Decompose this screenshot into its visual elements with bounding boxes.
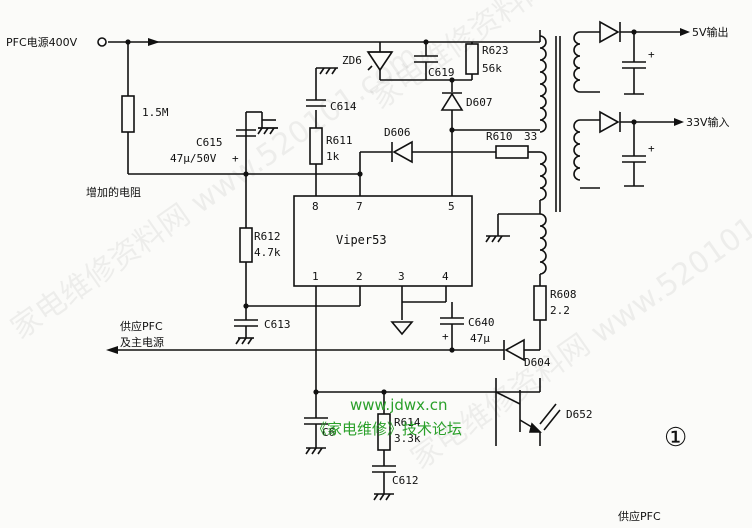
label-c615: C615 <box>196 136 223 149</box>
label-5v-output: 5V输出 <box>692 25 729 39</box>
label-d604: D604 <box>524 356 551 369</box>
label-r608-value: 2.2 <box>550 304 570 317</box>
label-c640: C640 <box>468 316 495 329</box>
label-r623-value: 56k <box>482 62 502 75</box>
label-c615-plus: + <box>232 152 239 165</box>
label-c640-plus: + <box>442 330 449 343</box>
label-pin-5: 5 <box>448 200 455 213</box>
label-d606: D606 <box>384 126 411 139</box>
label-r611-value: 1k <box>326 150 340 163</box>
label-r623: R623 <box>482 44 509 57</box>
viper53-ic <box>293 195 473 287</box>
label-pin-7: 7 <box>356 200 363 213</box>
wires <box>106 20 690 501</box>
label-supply-line2: 及主电源 <box>120 335 164 349</box>
figure-number: ① <box>664 423 687 453</box>
label-c619: C619 <box>428 66 455 79</box>
label-added-resistor: 增加的电阻 <box>86 185 141 199</box>
label-pin-1: 1 <box>312 270 319 283</box>
label-33v-input: 33V输入 <box>686 115 730 129</box>
label-c615-value: 47μ/50V <box>170 152 217 165</box>
label-pin-4: 4 <box>442 270 449 283</box>
label-33v-plus: + <box>648 142 655 155</box>
label-5v-plus: + <box>648 48 655 61</box>
input-terminal <box>97 37 107 47</box>
label-d652: D652 <box>566 408 593 421</box>
label-c613: C613 <box>264 318 291 331</box>
site-url: www.jdwx.cn <box>350 396 448 414</box>
label-r611: R611 <box>326 134 353 147</box>
label-pin-2: 2 <box>356 270 363 283</box>
label-r-1-5m: 1.5M <box>142 106 169 119</box>
label-r614: R614 <box>394 416 421 429</box>
label-pin-8: 8 <box>312 200 319 213</box>
label-r608: R608 <box>550 288 577 301</box>
label-bottom-pfc: 供应PFC <box>618 509 661 523</box>
label-d607: D607 <box>466 96 493 109</box>
site-name: 《家电维修》技术论坛 <box>312 420 462 438</box>
label-r612: R612 <box>254 230 281 243</box>
watermark: 家电维修资料网 www.520101.com <box>365 0 752 117</box>
label-r612-value: 4.7k <box>254 246 281 259</box>
label-r610-value: 33 <box>524 130 537 143</box>
label-r614-value: 3.3k <box>394 432 421 445</box>
label-c640-value: 47μ <box>470 332 490 345</box>
watermark: 家电维修资料网 www.520101.com <box>5 38 425 347</box>
label-c6: C6 <box>322 426 335 439</box>
label-c614: C614 <box>330 100 357 113</box>
label-zd6: ZD6 <box>342 54 362 67</box>
label-supply-line1: 供应PFC <box>120 319 163 333</box>
label-r610: R610 <box>486 130 513 143</box>
label-ic-name: Viper53 <box>336 233 387 247</box>
label-pin-3: 3 <box>398 270 405 283</box>
label-c612: C612 <box>392 474 419 487</box>
junction-dots <box>125 29 637 395</box>
label-pfc-input: PFC电源400V <box>6 35 78 49</box>
